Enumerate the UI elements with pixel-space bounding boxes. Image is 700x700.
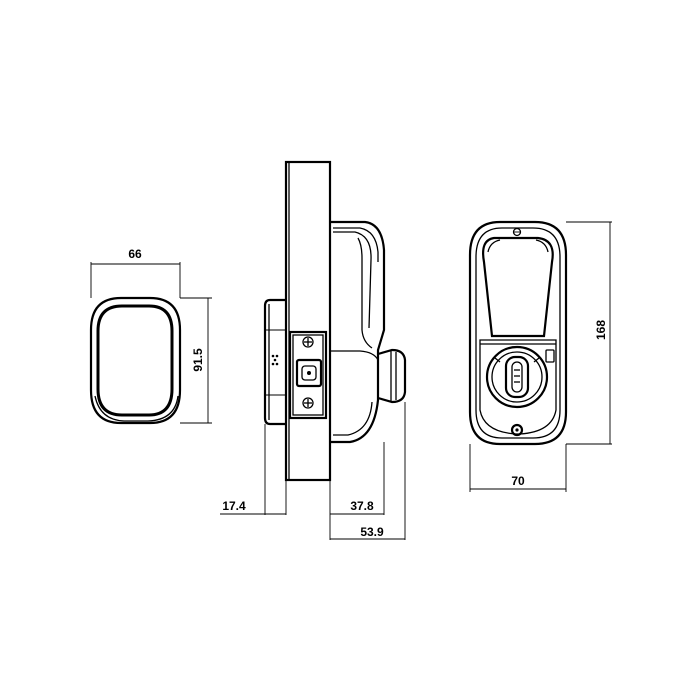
- keypad-dots-icon: [271, 354, 279, 366]
- door-section: [284, 160, 332, 482]
- front-rim-shadow: [94, 395, 179, 422]
- front-view: 66 91.5: [89, 247, 212, 425]
- back-upper-window: [482, 236, 554, 338]
- top-screw-icon: [512, 227, 522, 237]
- dimension-back-height: 168: [594, 320, 608, 340]
- dimension-front-height: 91.5: [191, 348, 205, 372]
- battery-clip: [545, 349, 555, 363]
- dimension-total-depth: 53.9: [360, 525, 384, 539]
- dimension-outside-depth: 17.4: [222, 499, 246, 513]
- front-keypad-face: [96, 304, 174, 417]
- dimension-front-width: 66: [128, 247, 142, 261]
- thumb-turn-icon: [485, 345, 549, 409]
- screw-top-icon: [302, 336, 314, 348]
- bottom-screw-icon: [510, 423, 524, 437]
- side-inside-housing: [330, 220, 386, 444]
- side-view: 17.4 37.8 53.9: [220, 160, 407, 540]
- latch-plate: [288, 330, 328, 420]
- back-outer-body: [468, 220, 568, 446]
- dimension-inside-depth: 37.8: [350, 499, 374, 513]
- dimension-back-width: 70: [511, 474, 525, 488]
- back-view: 168 70: [468, 220, 612, 492]
- latch-bolt: [295, 358, 323, 388]
- side-outside-unit: [263, 298, 286, 426]
- front-outer-body: [89, 296, 182, 425]
- thumb-turn-knob: [377, 348, 407, 404]
- screw-bottom-icon: [302, 397, 314, 409]
